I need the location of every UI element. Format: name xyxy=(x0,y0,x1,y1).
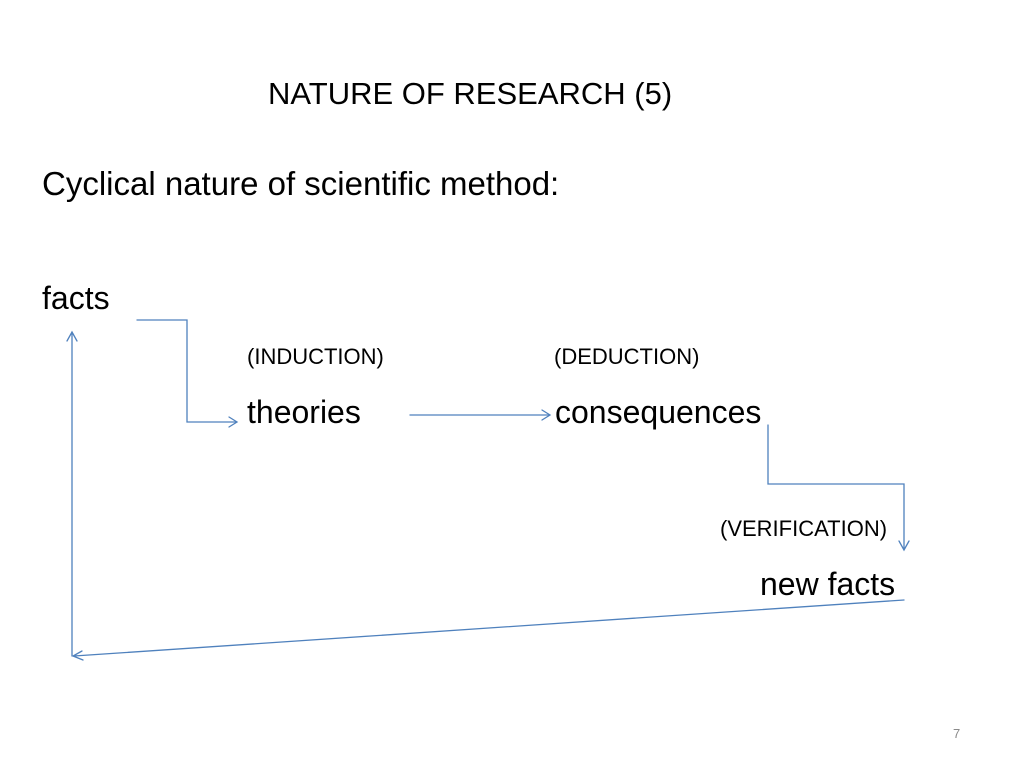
arrowhead-new-facts xyxy=(898,540,910,552)
label-deduction: (DEDUCTION) xyxy=(554,344,700,369)
label-induction: (INDUCTION) xyxy=(247,344,384,369)
arrowhead-consequences xyxy=(541,409,552,421)
arrow-facts-to-theories xyxy=(136,319,237,423)
node-consequences: consequences xyxy=(555,394,762,430)
arrow-new-facts-return xyxy=(73,599,905,657)
arrowhead-return-left xyxy=(71,650,84,661)
node-new-facts: new facts xyxy=(760,566,896,602)
arrowhead-theories xyxy=(228,416,239,428)
slide-title: NATURE OF RESEARCH (5) xyxy=(268,76,673,111)
label-verification: (VERIFICATION) xyxy=(720,516,888,541)
arrowhead-facts xyxy=(66,330,78,342)
page-number: 7 xyxy=(953,726,961,741)
node-theories: theories xyxy=(247,394,361,430)
node-facts: facts xyxy=(42,280,110,316)
arrow-consequences-to-new-facts xyxy=(767,424,905,550)
slide-subtitle: Cyclical nature of scientific method: xyxy=(42,165,560,202)
